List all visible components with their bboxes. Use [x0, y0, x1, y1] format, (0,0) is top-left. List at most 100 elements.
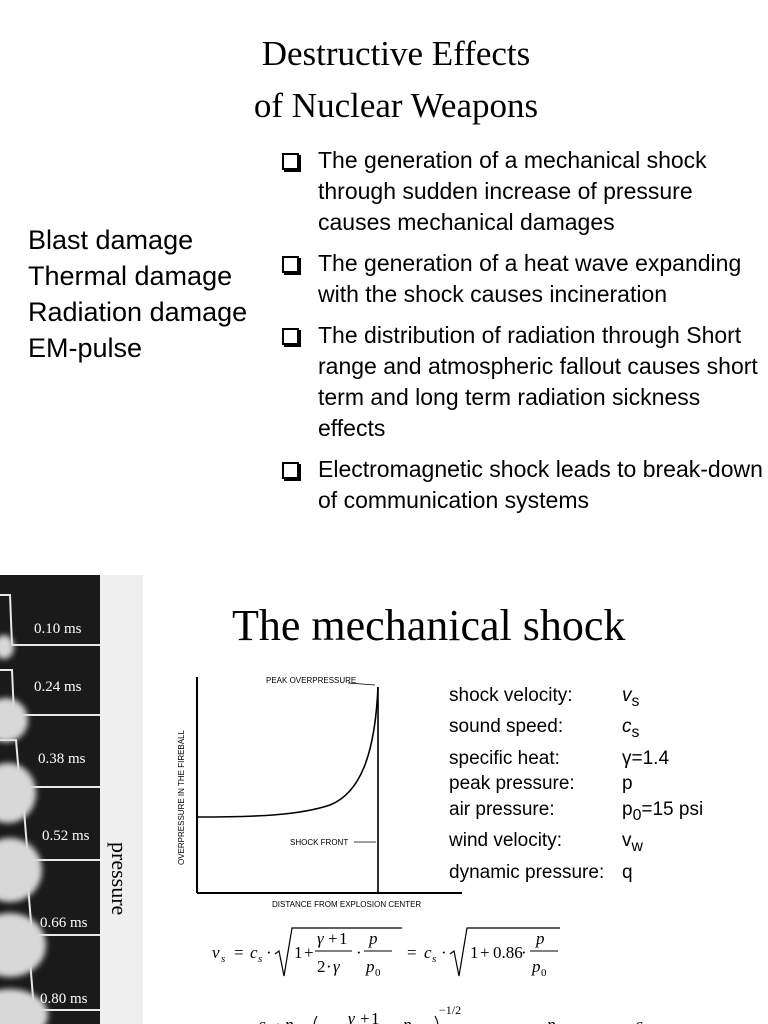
svg-text:0: 0 — [375, 967, 381, 979]
svg-text:γ: γ — [317, 929, 325, 948]
pressure-curve — [196, 686, 379, 818]
bullet-item: The generation of a heat wave expanding … — [280, 248, 768, 310]
frame-time-label: 0.66 ms — [40, 915, 88, 931]
svg-text:·: · — [266, 943, 272, 962]
svg-text:c: c — [250, 943, 258, 962]
frame-time-label: 0.38 ms — [38, 751, 86, 767]
parameter-symbol: cs — [622, 716, 640, 742]
damage-type-item: Thermal damage — [28, 261, 233, 291]
bullet-text: The generation of a mechanical shock thr… — [318, 147, 707, 235]
fireball-photos-image — [0, 575, 100, 1024]
svg-text:p: p — [531, 957, 541, 976]
svg-text:+: + — [304, 943, 314, 962]
parameter-row: sound speed: cs — [449, 714, 703, 745]
section-title: The mechanical shock — [232, 601, 626, 650]
svg-text:+: + — [480, 943, 490, 962]
graph-y-label: OVERPRESSURE IN THE FIREBALL — [177, 729, 186, 865]
shock-velocity-formula: v s = c s · 1 + γ + 1 2 · γ · p p 0 = c … — [212, 927, 560, 979]
svg-text:0.86: 0.86 — [493, 943, 523, 962]
parameter-label: wind velocity: — [449, 830, 562, 852]
damage-types-list: Blast damage Thermal damage Radiation da… — [28, 222, 247, 366]
overpressure-graph: PEAK OVERPRESSURE SHOCK FRONT DISTANCE F… — [177, 676, 462, 909]
parameter-symbol: vw — [622, 830, 643, 856]
svg-text:p: p — [368, 929, 378, 948]
svg-text:p: p — [535, 929, 545, 948]
svg-text:p: p — [546, 1015, 556, 1024]
bullet-text: The distribution of radiation through Sh… — [318, 322, 758, 441]
bullet-text: Electromagnetic shock leads to break-dow… — [318, 456, 763, 513]
svg-text:s: s — [432, 953, 436, 965]
graph-x-label: DISTANCE FROM EXPLOSION CENTER — [272, 900, 421, 909]
shock-front-label: SHOCK FRONT — [290, 838, 348, 847]
svg-text:p: p — [365, 957, 375, 976]
effects-bullet-list: The generation of a mechanical shock thr… — [280, 145, 768, 526]
svg-text:v: v — [212, 943, 220, 962]
svg-text:−1/2: −1/2 — [439, 1003, 461, 1017]
page-title: Destructive Effects of Nuclear Weapons — [0, 28, 768, 132]
svg-text:1: 1 — [470, 943, 479, 962]
fireball-photo-strip: 0.10 ms 0.24 ms 0.38 ms 0.52 ms 0.66 ms … — [0, 575, 143, 1024]
parameter-label: dynamic pressure: — [449, 861, 605, 883]
checkbox-bullet-icon — [282, 328, 299, 345]
peak-overpressure-label: PEAK OVERPRESSURE — [266, 676, 356, 685]
svg-text:γ: γ — [348, 1009, 356, 1024]
checkbox-bullet-icon — [282, 462, 299, 479]
checkbox-bullet-icon — [282, 153, 299, 170]
parameter-label: sound speed: — [449, 716, 564, 738]
svg-text:=: = — [234, 943, 244, 962]
parameter-label: air pressure: — [449, 798, 555, 820]
svg-text:p: p — [284, 1015, 294, 1024]
title-line-2: of Nuclear Weapons — [253, 86, 539, 125]
parameter-symbol: γ=1.4 — [622, 747, 670, 769]
parameter-label: shock velocity: — [449, 685, 573, 706]
parameter-row: shock velocity: vs — [449, 683, 703, 714]
parameter-row: wind velocity: vw — [449, 828, 703, 859]
parameter-symbol: p0=15 psi — [622, 798, 704, 824]
svg-text:c: c — [258, 1015, 266, 1024]
svg-text:p: p — [402, 1015, 412, 1024]
parameter-symbol: q — [622, 861, 633, 883]
second-formula-partial: c · p γ + 1 p −1/2 p c — [258, 1003, 643, 1024]
svg-text:·: · — [356, 943, 362, 962]
damage-type-item: Blast damage — [28, 225, 194, 255]
svg-text:s: s — [258, 953, 262, 965]
svg-text:s: s — [221, 953, 225, 965]
frame-time-label: 0.24 ms — [34, 679, 82, 695]
damage-type-item: Radiation damage — [28, 297, 248, 327]
parameter-row: air pressure: p0=15 psi — [449, 797, 703, 828]
checkbox-bullet-icon — [282, 256, 299, 273]
svg-text:=: = — [407, 943, 417, 962]
svg-text:γ: γ — [333, 957, 341, 976]
svg-text:1: 1 — [294, 943, 303, 962]
svg-text:+: + — [360, 1009, 370, 1024]
svg-text:·: · — [326, 957, 332, 976]
parameter-label: peak pressure: — [449, 773, 575, 795]
svg-text:·: · — [521, 943, 527, 962]
frame-time-label: 0.52 ms — [42, 828, 90, 844]
svg-text:·: · — [441, 943, 447, 962]
bullet-item: Electromagnetic shock leads to break-dow… — [280, 454, 768, 516]
svg-text:1: 1 — [371, 1009, 380, 1024]
parameters-list: shock velocity: vs sound speed: cs speci… — [449, 683, 703, 885]
bullet-text: The generation of a heat wave expanding … — [318, 250, 742, 307]
parameter-row: specific heat: γ=1.4 — [449, 746, 703, 772]
parameter-symbol: vs — [622, 685, 640, 710]
svg-text:c: c — [635, 1015, 643, 1024]
parameter-symbol: p — [622, 773, 633, 795]
pressure-label: pressure — [107, 842, 132, 916]
parameter-row: dynamic pressure: q — [449, 860, 703, 886]
title-line-1: Destructive Effects — [261, 34, 531, 73]
svg-text:+: + — [328, 929, 338, 948]
parameter-row: peak pressure: p — [449, 771, 703, 797]
svg-text:0: 0 — [541, 967, 547, 979]
bullet-item: The generation of a mechanical shock thr… — [280, 145, 768, 238]
frame-time-label: 0.80 ms — [40, 991, 88, 1007]
svg-text:1: 1 — [339, 929, 348, 948]
damage-type-item: EM-pulse — [28, 333, 143, 363]
bullet-item: The distribution of radiation through Sh… — [280, 320, 768, 444]
svg-text:·: · — [275, 1015, 281, 1024]
parameter-label: specific heat: — [449, 747, 560, 769]
svg-text:c: c — [424, 943, 432, 962]
frame-time-label: 0.10 ms — [34, 621, 82, 637]
svg-text:2: 2 — [317, 957, 326, 976]
